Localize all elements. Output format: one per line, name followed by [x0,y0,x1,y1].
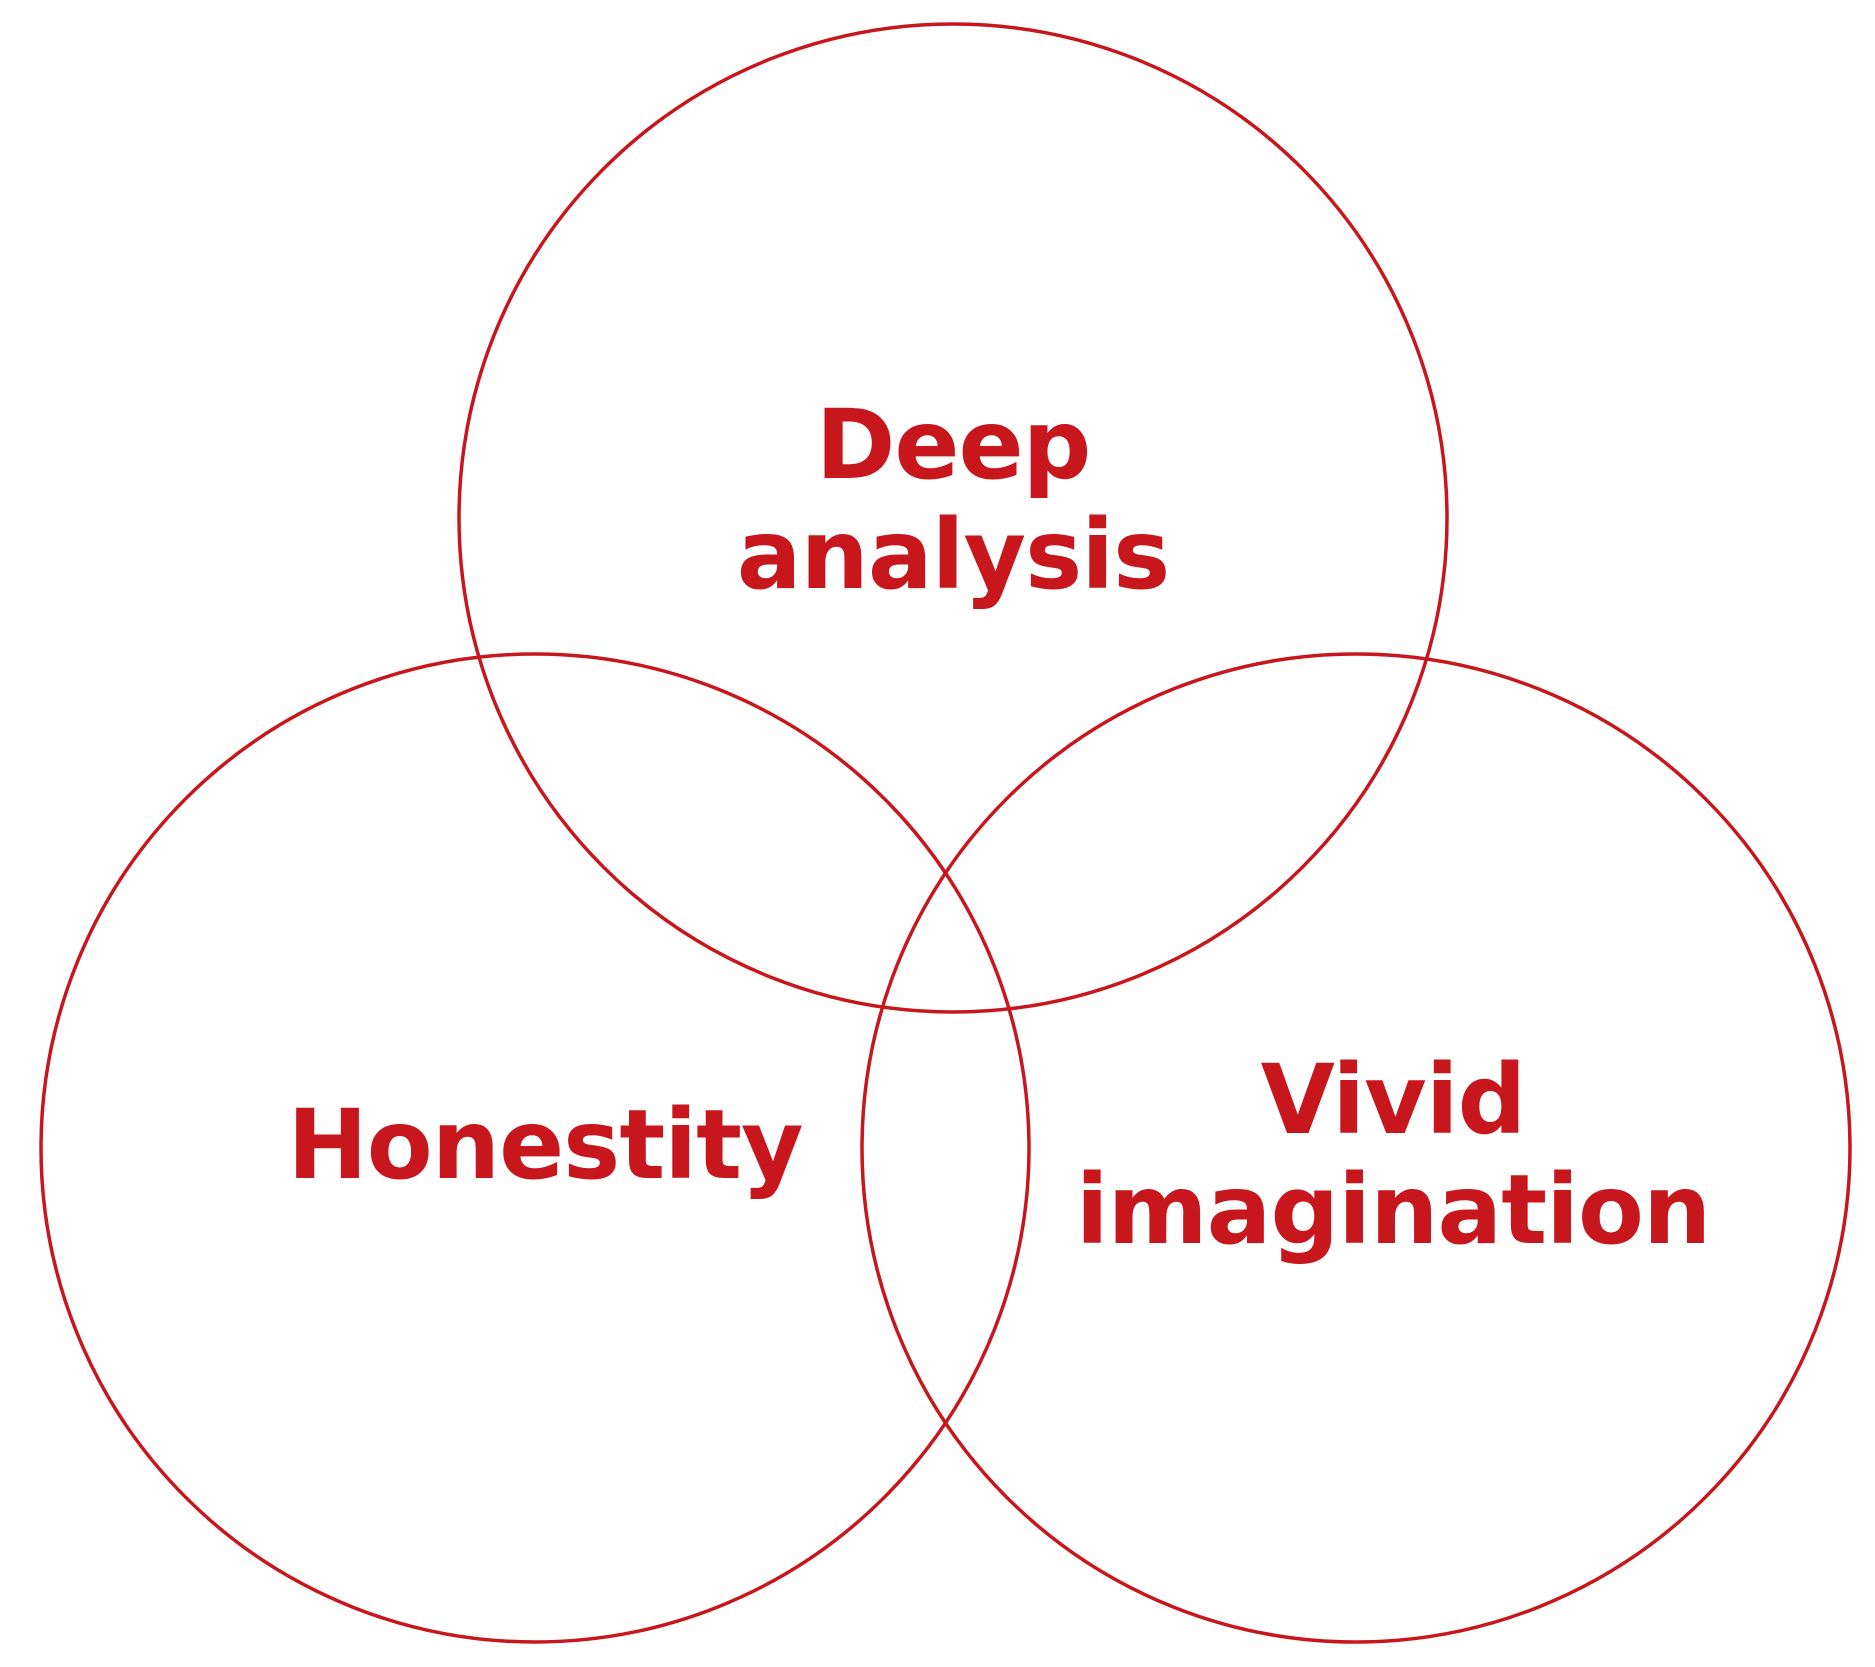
label-line: imagination [1075,1154,1712,1266]
label-line: Honestity [287,1089,803,1201]
label-line: Deep [815,389,1092,501]
circle-top [457,22,1449,1014]
label-line: Vivid [1260,1044,1527,1156]
label-line: analysis [736,499,1171,611]
circle-right [860,652,1852,1644]
label-vivid-imagination: Vivid imagination [1013,1045,1773,1265]
label-honestity: Honestity [185,1090,905,1200]
label-deep-analysis: Deep analysis [593,390,1313,610]
circle-left [39,652,1031,1644]
